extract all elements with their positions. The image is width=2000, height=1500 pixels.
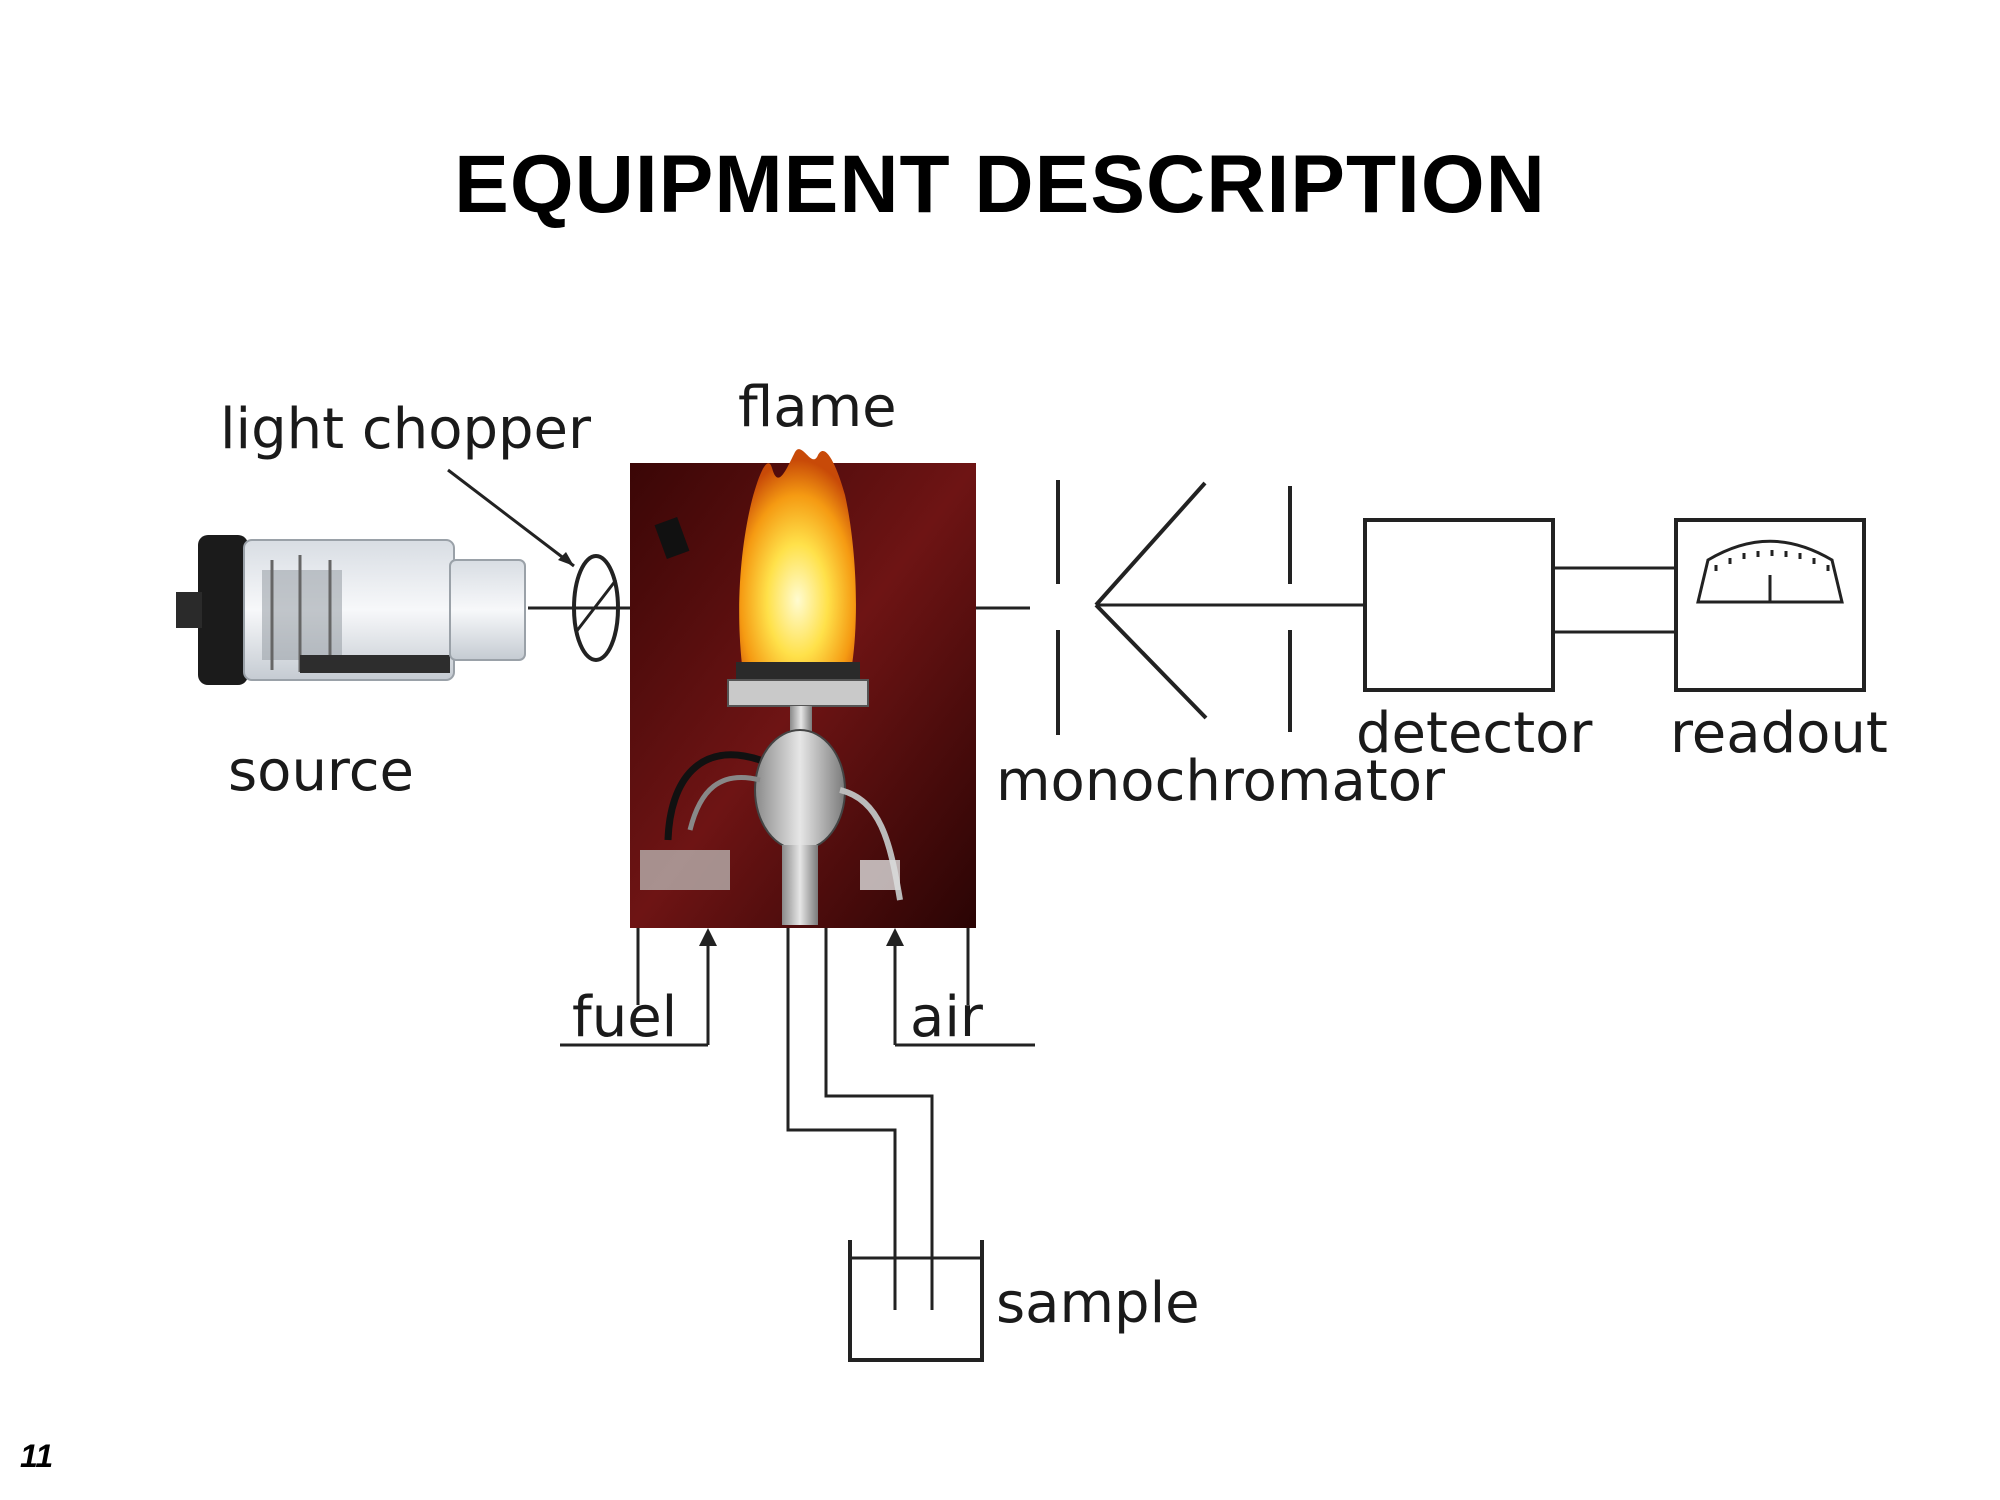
slide-title: EQUIPMENT DESCRIPTION	[454, 139, 1546, 230]
label-source: source	[228, 739, 414, 804]
sample-beaker	[848, 1240, 984, 1362]
source-lamp	[176, 535, 526, 685]
label-sample: sample	[996, 1271, 1200, 1336]
page-number: 11	[20, 1438, 54, 1474]
chopper-pointer	[447, 468, 575, 568]
label-monochromator: monochromator	[996, 749, 1446, 814]
chopper-pointer-arrowhead	[558, 552, 574, 566]
detector-box	[1363, 518, 1555, 692]
label-detector: detector	[1356, 701, 1593, 766]
label-flame: flame	[738, 375, 897, 440]
fuel-inlet	[560, 928, 717, 1047]
sample-capillary	[786, 928, 934, 1310]
label-light-chopper: light chopper	[220, 397, 592, 462]
light-chopper	[572, 554, 620, 662]
flame-shape	[739, 449, 856, 665]
burner-flame-photo	[630, 449, 976, 928]
label-air: air	[910, 985, 984, 1050]
monochromator	[1056, 480, 1365, 735]
label-fuel: fuel	[572, 985, 677, 1050]
label-readout: readout	[1670, 701, 1888, 766]
air-inlet	[886, 928, 1035, 1047]
readout-meter	[1674, 518, 1866, 692]
